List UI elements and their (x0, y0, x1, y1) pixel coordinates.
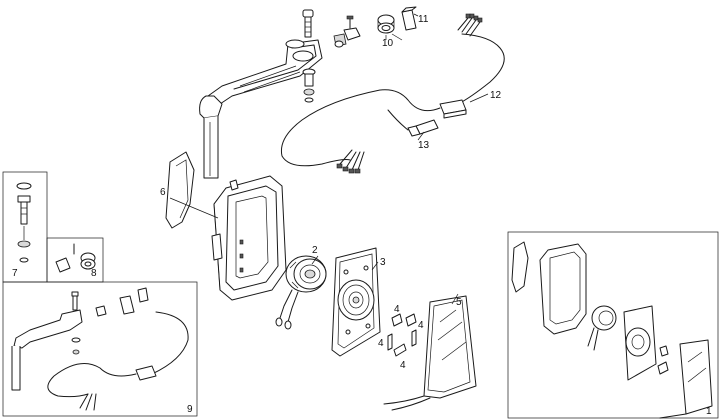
wiring-harness-12 (280, 13, 505, 167)
inset-9-box (2, 281, 198, 417)
callout-10: 10 (382, 38, 394, 49)
leader-lines (169, 13, 489, 305)
mirror-motor-2 (275, 255, 327, 330)
callout-4-top-left: 4 (394, 304, 400, 315)
mirror-back-plate-3 (331, 247, 381, 357)
callout-6: 6 (160, 187, 166, 198)
callout-13: 13 (418, 140, 430, 151)
inset-8-box (46, 237, 104, 283)
callout-4-bottom: 4 (400, 360, 406, 371)
spring-and-screw (333, 15, 361, 48)
part-11-cap (401, 6, 417, 31)
callout-4-left: 4 (378, 338, 384, 349)
part-10-bushing (377, 14, 395, 40)
callout-1: 1 (706, 406, 712, 417)
callout-8: 8 (91, 268, 97, 279)
callout-12: 12 (490, 90, 502, 101)
mirror-housing-6 (211, 175, 287, 301)
inset-1-box (507, 231, 719, 419)
connector-13 (387, 109, 439, 137)
callout-11: 11 (418, 14, 429, 25)
mirror-glass-5 (383, 295, 477, 411)
callout-9: 9 (187, 404, 193, 415)
callout-2: 2 (312, 245, 318, 256)
mirror-arm (199, 39, 323, 179)
inset-7-box (2, 171, 48, 283)
callout-3: 3 (380, 257, 386, 268)
top-bolt (302, 9, 314, 38)
heater-clips-4 (387, 313, 417, 357)
callout-4-right: 4 (418, 320, 424, 331)
main-arm-assembly (199, 9, 323, 179)
callout-5: 5 (456, 297, 462, 308)
wire-terminals-lower (336, 149, 365, 174)
lower-bolt (302, 68, 316, 103)
callout-7: 7 (12, 268, 18, 279)
side-cover-piece (165, 151, 195, 229)
